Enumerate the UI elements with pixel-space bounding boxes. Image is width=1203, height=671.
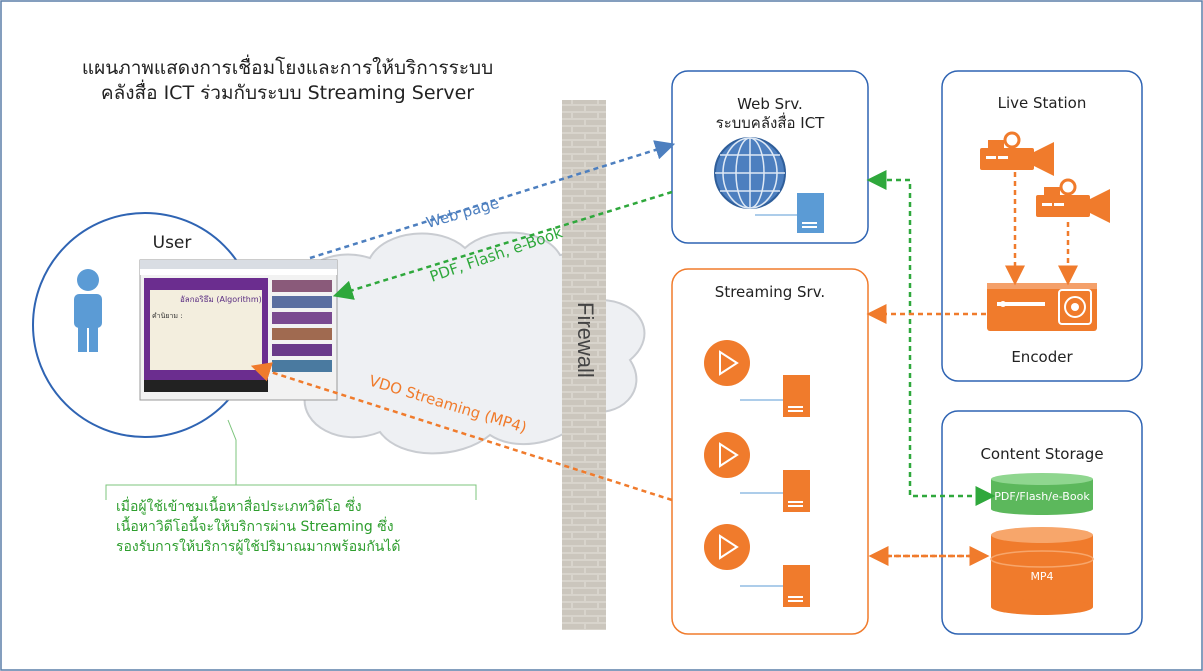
screenshot-intro: คำนิยาม :	[152, 312, 183, 320]
web-server-subtitle: ระบบคลังสื่อ ICT	[716, 112, 826, 132]
play-icon	[704, 340, 750, 386]
note-line-1: เมื่อผู้ใช้เข้าชมเนื้อหาสื่อประเภทวิดีโอ…	[116, 499, 362, 515]
globe-icon	[714, 137, 786, 209]
mp4-storage-label: MP4	[1030, 570, 1053, 583]
vdo-streaming-arrow	[250, 362, 673, 502]
video-camera-icon	[980, 131, 1054, 176]
video-note: เมื่อผู้ใช้เข้าชมเนื้อหาสื่อประเภทวิดีโอ…	[116, 497, 516, 557]
play-icon	[704, 432, 750, 478]
diagram-title: แผนภาพแสดงการเชื่อมโยงและการให้บริการระบ…	[60, 56, 515, 106]
web-page-label: Web page	[424, 194, 501, 232]
video-camera-icon	[1036, 178, 1110, 223]
user-icon	[74, 269, 102, 352]
stream-server-tower-icon	[783, 375, 810, 417]
streaming-server-box	[671, 268, 869, 635]
streaming-server-title: Streaming Srv.	[715, 283, 825, 301]
user-label: User	[153, 233, 192, 253]
diagram-title-line-2: คลังสื่อ ICT ร่วมกับระบบ Streaming Serve…	[100, 82, 475, 104]
note-bracket	[236, 484, 477, 500]
content-storage-title: Content Storage	[980, 445, 1103, 463]
live-station-box	[941, 70, 1143, 382]
encoder-icon	[987, 283, 1097, 331]
live-station-title: Live Station	[998, 94, 1087, 112]
mp4-database-icon	[990, 527, 1094, 615]
note-line-2: เนื้อหาวิดีโอนี้จะให้บริการผ่าน Streamin…	[116, 519, 394, 535]
browser-screenshot	[139, 259, 338, 401]
web-server-tower-icon	[797, 193, 824, 233]
firewall-label: Firewall	[573, 302, 598, 378]
storage-to-web-arrow	[866, 170, 990, 498]
firewall-wall	[562, 100, 606, 630]
screenshot-heading: อัลกอริธึม (Algorithm)	[180, 295, 262, 304]
encoder-label: Encoder	[1011, 348, 1073, 366]
note-line-3: รองรับการให้บริการผู้ใช้ปริมาณมากพร้อมกั…	[116, 539, 401, 555]
web-server-title: Web Srv.	[737, 95, 803, 113]
play-icon	[704, 524, 750, 570]
pdf-storage-label: PDF/Flash/e-Book	[994, 490, 1090, 503]
diagram-title-line-1: แผนภาพแสดงการเชื่อมโยงและการให้บริการระบ…	[81, 57, 494, 79]
pdf-flash-arrow	[332, 190, 673, 300]
stream-server-tower-icon	[783, 470, 810, 512]
stream-server-tower-icon	[783, 565, 810, 607]
pdf-database-icon	[991, 473, 1093, 515]
